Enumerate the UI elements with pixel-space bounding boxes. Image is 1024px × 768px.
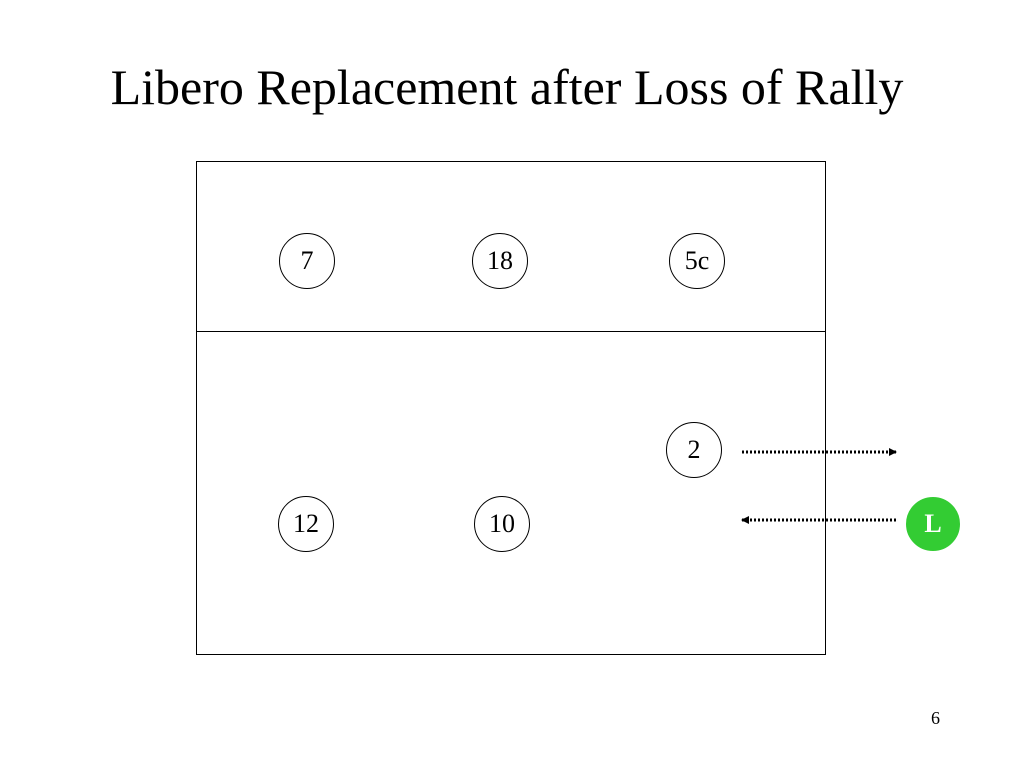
page-number: 6 — [931, 708, 940, 728]
player-front-left: 7 — [279, 233, 335, 289]
libero-player: L — [905, 496, 961, 552]
player-back-right: 2 — [666, 422, 722, 478]
player-front-middle: 18 — [472, 233, 528, 289]
player-back-left: 12 — [278, 496, 334, 552]
slide-title: Libero Replacement after Loss of Rally — [110, 59, 904, 115]
player-back-middle: 10 — [474, 496, 530, 552]
volleyball-court — [196, 161, 826, 655]
player-front-right: 5c — [669, 233, 725, 289]
attack-line — [196, 331, 826, 332]
